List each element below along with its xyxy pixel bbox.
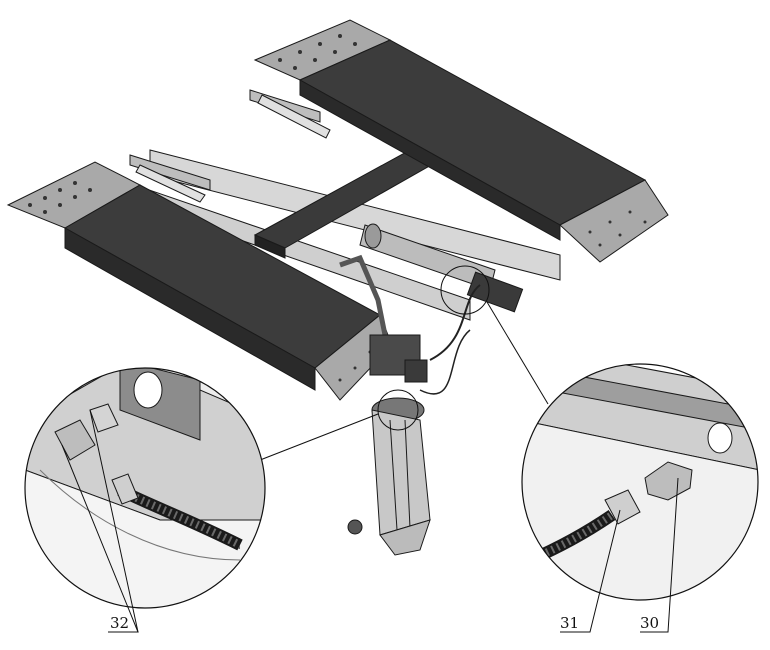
wheel <box>347 519 363 535</box>
callout-leaders <box>61 409 679 633</box>
detail-view-left <box>24 367 266 609</box>
runway-rear <box>253 19 669 263</box>
callout-label-30: 30 <box>640 614 659 632</box>
oil-tank <box>371 409 431 536</box>
detail-view-right <box>521 363 759 601</box>
ramp-rear-front <box>559 179 669 263</box>
handle <box>339 254 389 341</box>
callout-label-31: 31 <box>560 614 579 632</box>
fitting-30 <box>644 461 693 501</box>
detail-markers <box>254 265 549 463</box>
ramp-tread-pattern <box>28 34 647 382</box>
hydraulic-power-unit <box>339 254 481 556</box>
fitting-32 <box>54 419 96 461</box>
hydraulic-hose <box>429 284 481 361</box>
runway-front <box>6 161 393 401</box>
callout-label-32: 32 <box>110 614 129 632</box>
